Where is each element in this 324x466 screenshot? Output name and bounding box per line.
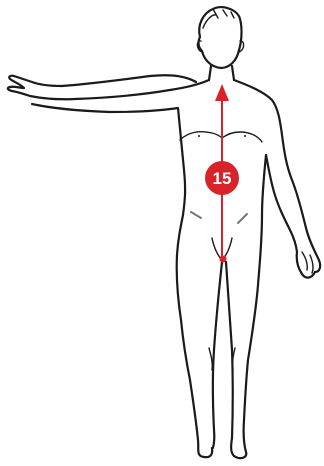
arrowhead-icon — [215, 84, 229, 101]
nipple-right — [244, 135, 246, 137]
origin-dot — [220, 256, 227, 263]
human-figure-outline — [8, 7, 320, 458]
torso-right-outline — [234, 80, 320, 278]
knee-left-outline — [209, 348, 212, 370]
right-hand-fingers — [302, 252, 313, 273]
hip-hints — [191, 212, 247, 223]
inner-leg-left-outline — [212, 262, 222, 448]
inner-leg-right-outline — [226, 262, 233, 438]
head-outline — [199, 7, 242, 68]
nipple-left — [198, 135, 200, 137]
hip-hint-right — [238, 214, 247, 223]
torso-left-outline — [32, 104, 212, 457]
arm-inner-right-outline — [231, 155, 266, 458]
step-badge-label: 15 — [213, 169, 232, 188]
neck-left-outline — [209, 66, 211, 80]
raised-arm-outline — [8, 75, 209, 99]
hip-hint-left — [191, 212, 201, 218]
step-badge: 15 — [205, 161, 239, 195]
neck-right-outline — [232, 66, 234, 80]
